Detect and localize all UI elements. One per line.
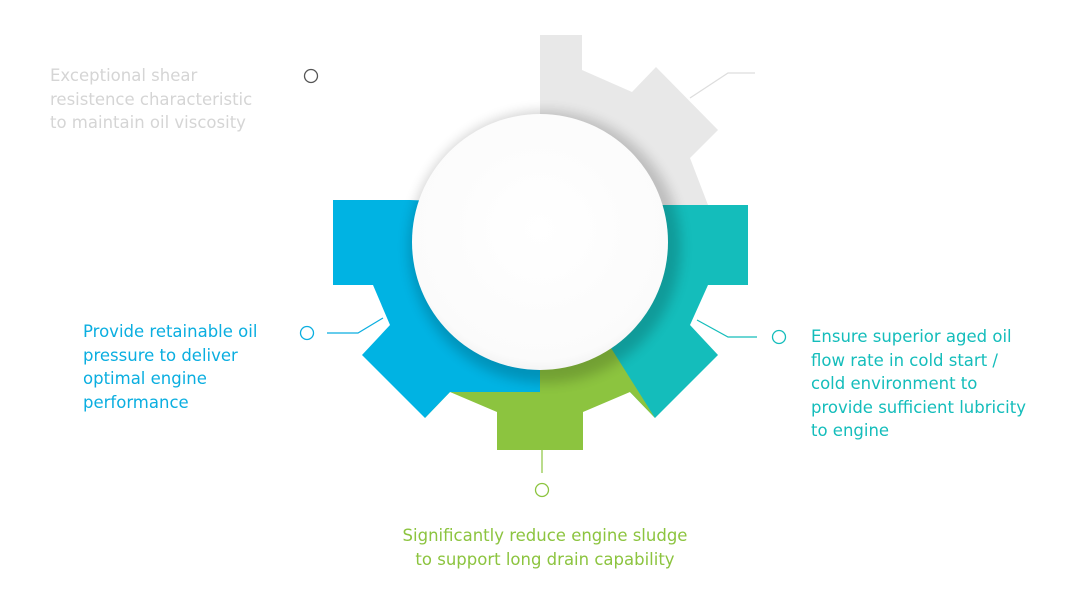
label-line: resistence characteristic <box>50 89 253 109</box>
label-line: to maintain oil viscosity <box>50 113 246 132</box>
label-line: to engine <box>811 421 890 440</box>
label-oil-pressure: Provide retainable oil pressure to deliv… <box>83 320 257 414</box>
connector-left <box>327 317 384 334</box>
label-line: flow rate in cold start / <box>811 350 998 370</box>
label-line: to support long drain capability <box>415 549 675 569</box>
marker-left <box>299 325 315 341</box>
label-line: Provide retainable oil <box>83 322 258 341</box>
label-line: Ensure superior aged oil <box>811 327 1012 346</box>
label-line: optimal engine <box>83 369 207 388</box>
label-line: Significantly reduce engine sludge <box>402 526 688 545</box>
label-line: pressure to deliver <box>83 345 238 365</box>
center-circle <box>412 114 668 370</box>
marker-bottom <box>534 482 550 498</box>
marker-right <box>771 329 787 345</box>
label-line: Exceptional shear <box>50 66 198 85</box>
marker-top <box>303 68 319 84</box>
connector-top <box>689 72 755 99</box>
label-line: performance <box>83 392 189 412</box>
label-cold-start-flow: Ensure superior aged oil flow rate in co… <box>811 325 1026 443</box>
connector-right <box>696 319 757 338</box>
label-line: cold environment to <box>811 374 978 393</box>
label-sludge-reduction: Significantly reduce engine sludge to su… <box>395 524 695 571</box>
label-shear-resistance: Exceptional shear resistence characteris… <box>50 64 252 135</box>
label-line: provide sufficient lubricity <box>811 397 1026 417</box>
